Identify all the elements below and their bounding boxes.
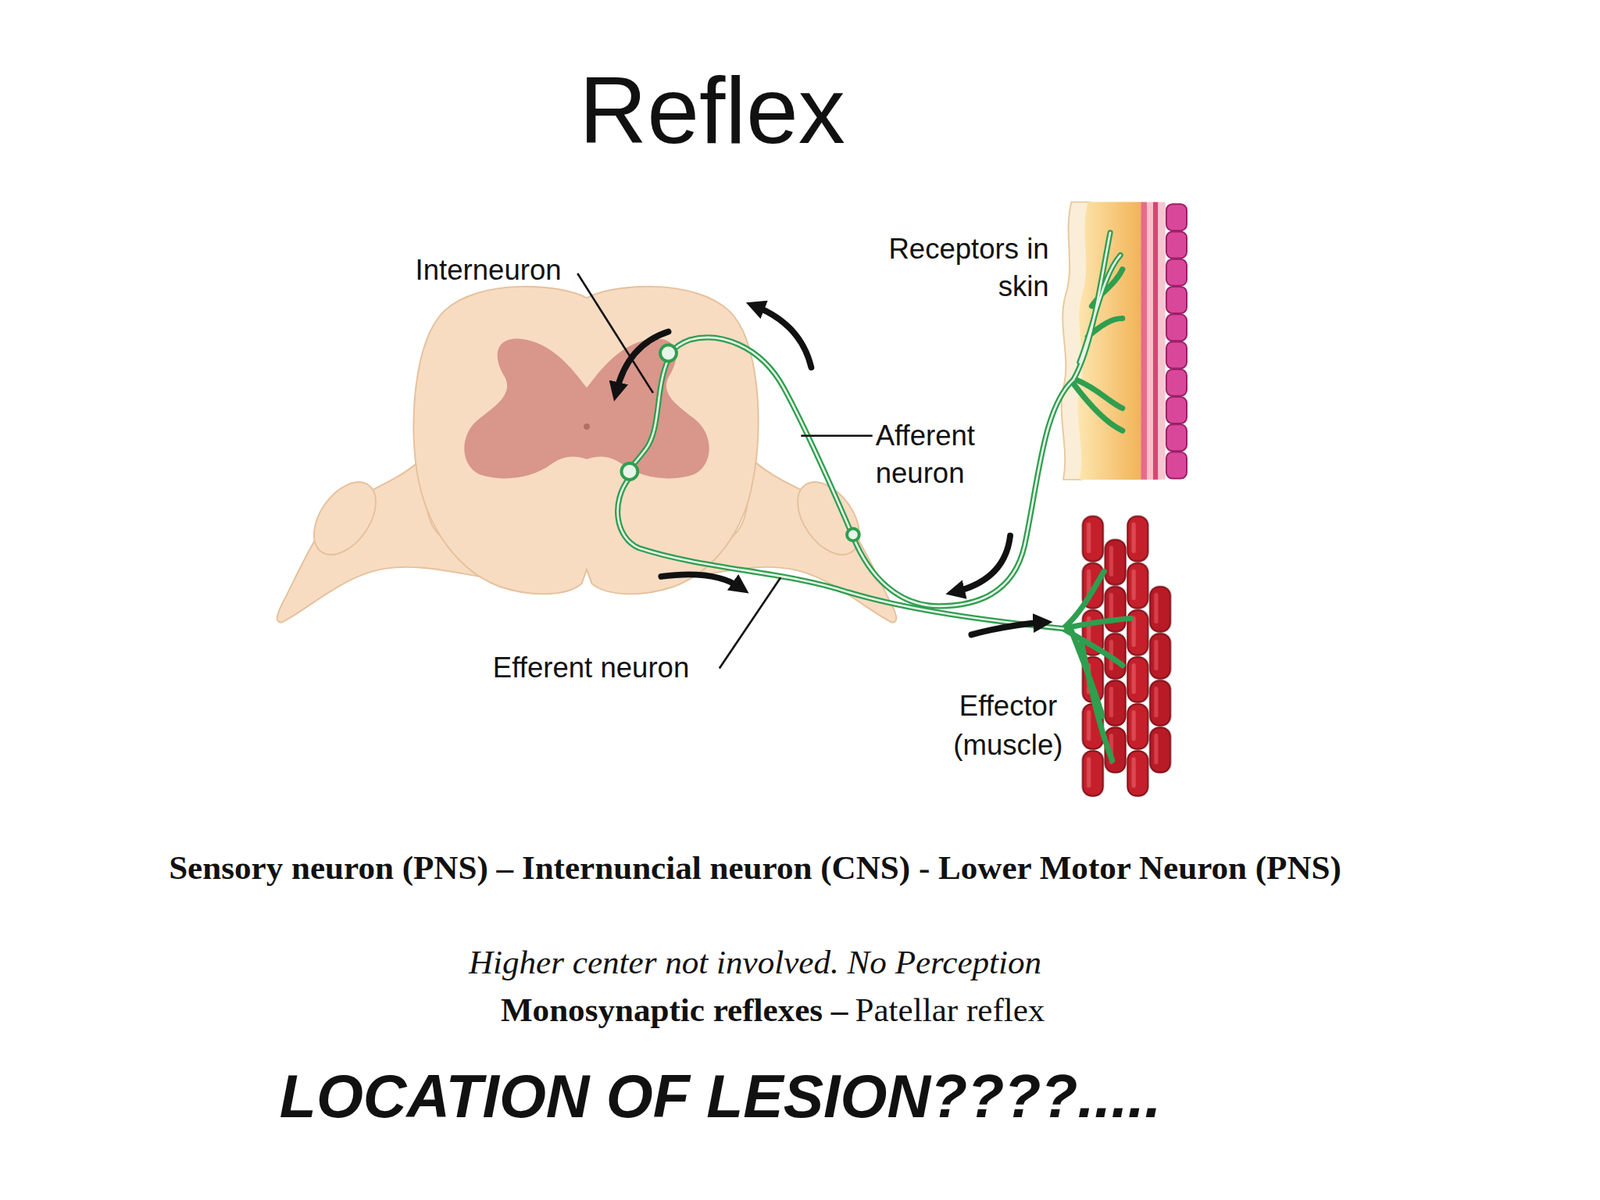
part-label: Interneuron [415, 251, 620, 290]
spinal-cord [413, 286, 758, 595]
flow-arrow [755, 306, 812, 368]
afferent-neuron [670, 337, 1074, 607]
skin-cell [1166, 369, 1187, 397]
leader-line [577, 273, 654, 393]
central-canal [583, 423, 590, 430]
perception-note: Higher center not involved. No Perceptio… [40, 938, 1470, 986]
skin-cell [1166, 314, 1187, 341]
gray-matter [464, 338, 709, 479]
motor-branch [1063, 618, 1131, 629]
synapse [621, 463, 638, 480]
receptor-branch [1073, 383, 1123, 431]
skin-layer [1157, 202, 1165, 480]
question-heading: LOCATION OF LESION????..... [57, 1060, 1384, 1133]
pathway-note: Sensory neuron (PNS) – Internuncial neur… [96, 843, 1414, 892]
cell-body [846, 528, 860, 542]
skin-cell [1166, 231, 1187, 258]
neuron-outline [617, 232, 1132, 761]
receptor-branch [1073, 232, 1111, 380]
muscle-fiber [1149, 585, 1172, 774]
reflex-example: Patellar reflex [855, 985, 1162, 1034]
skin-cell [1166, 259, 1187, 286]
flow-arrow [955, 535, 1011, 593]
synapse [660, 344, 677, 361]
flow-arrow [971, 622, 1043, 636]
skin-cell [1166, 452, 1187, 479]
motor-branch [1081, 642, 1112, 761]
leader-line [800, 434, 872, 437]
flow-arrow [616, 331, 669, 392]
skin-cell [1166, 203, 1187, 231]
skin-layer [1153, 202, 1159, 480]
skin-cell [1166, 342, 1187, 369]
root-ganglion [301, 471, 389, 567]
efferent-neuron [617, 477, 1064, 629]
part-label: Afferent neuron [875, 417, 1009, 493]
skin-cells [1166, 203, 1187, 479]
slide-title: Reflex [406, 59, 1019, 162]
efferent-neuron [617, 477, 1064, 629]
reflex-type: Monosynaptic reflexes – [337, 985, 848, 1034]
interneuron [629, 359, 669, 470]
part-label: Effector (muscle) [936, 686, 1080, 765]
skin-cell [1166, 286, 1187, 314]
part-label: Efferent neuron [492, 649, 759, 687]
interneuron [629, 359, 669, 470]
skin-layer [1146, 202, 1154, 480]
leader-lines [577, 273, 872, 668]
skin-layer [1140, 202, 1147, 480]
skin-cell [1166, 396, 1187, 424]
flow-arrow [660, 574, 741, 588]
receptor-branch [1079, 255, 1121, 363]
muscle-fiber [1126, 515, 1150, 797]
leader-line [719, 577, 781, 668]
flow-arrows [616, 306, 1043, 636]
receptor-branch [1092, 269, 1123, 307]
skin-cell [1166, 424, 1187, 451]
receptor-branch [1079, 255, 1121, 363]
part-label: Receptors in skin [885, 230, 1050, 307]
